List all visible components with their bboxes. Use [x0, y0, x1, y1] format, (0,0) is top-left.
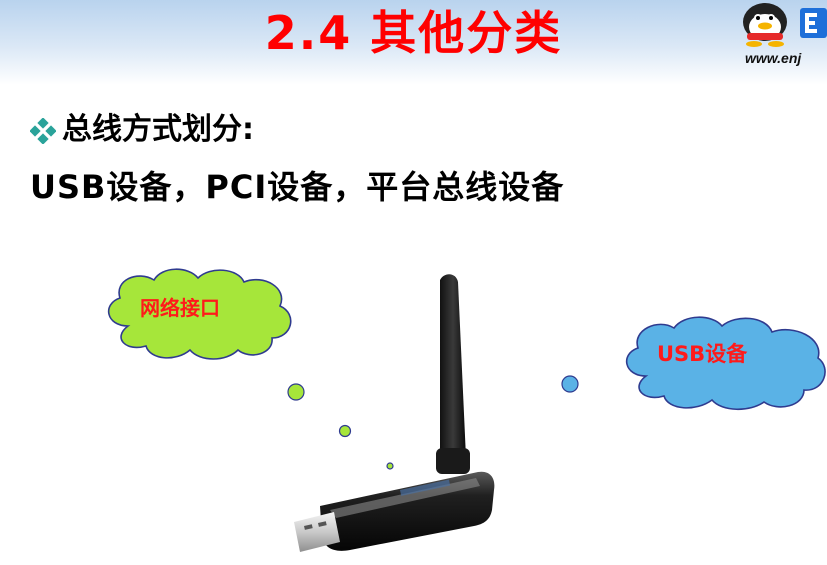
device-types-line: USB设备，PCI设备，平台总线设备	[30, 168, 565, 206]
usb-device-label: USB设备	[657, 342, 748, 366]
thought-bubble-right	[561, 375, 579, 393]
usb-device-cloud	[626, 316, 826, 411]
diamond-bullet-icon	[30, 118, 56, 144]
header-band	[0, 0, 827, 85]
thought-bubbles-left	[287, 383, 394, 470]
network-interface-label: 网络接口	[140, 296, 220, 320]
bullet-heading: 总线方式划分:	[62, 112, 254, 147]
slide-title: 2.4 其他分类	[264, 6, 563, 60]
usb-wifi-dongle-image	[294, 274, 495, 552]
logo-url-text: www.enj	[745, 50, 802, 66]
network-interface-cloud	[108, 268, 292, 360]
penguin-logo-icon	[743, 3, 827, 47]
